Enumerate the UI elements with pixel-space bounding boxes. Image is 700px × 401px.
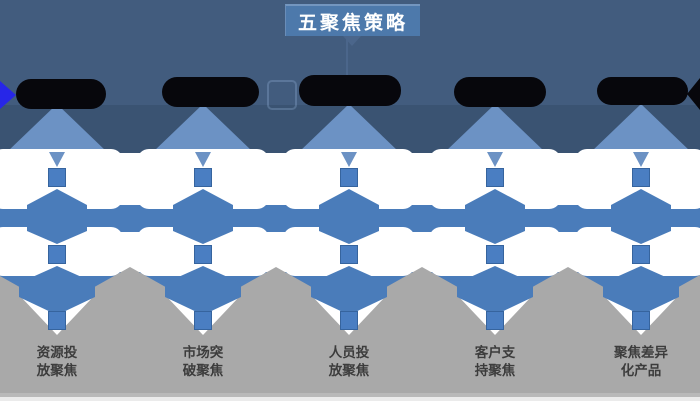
column-label-line2: 放聚焦: [328, 363, 370, 378]
column-diamond-connector-2: [165, 266, 241, 315]
column-top-vpoint: [341, 152, 357, 167]
column-label: 人员投放聚焦: [301, 344, 397, 380]
column-label-line1: 资源投: [36, 345, 78, 360]
column-label: 客户支持聚焦: [447, 344, 543, 380]
column-label-line1: 聚焦差异: [614, 345, 668, 360]
column-diamond-connector-1: [465, 189, 525, 244]
column-top-vpoint: [487, 152, 503, 167]
column-diamond-connector-2: [457, 266, 533, 315]
column-node-square-2: [48, 245, 66, 264]
column-diamond-connector-1: [173, 189, 233, 244]
column-diamond-connector-1: [611, 189, 671, 244]
column-node-square-2: [340, 245, 358, 264]
column-label-line1: 客户支: [474, 345, 516, 360]
column-node-square-2: [194, 245, 212, 264]
column-diamond-connector-1: [319, 189, 379, 244]
column-label-line2: 破聚焦: [182, 363, 224, 378]
redacted-heading-blob: [597, 77, 688, 105]
column-node-square-3: [340, 311, 358, 330]
column-diamond-connector-2: [603, 266, 679, 315]
column-node-square-3: [486, 311, 504, 330]
faint-outline-square: [267, 80, 297, 110]
column-label: 资源投放聚焦: [9, 344, 105, 380]
column-label: 市场突破聚焦: [155, 344, 251, 380]
column-node-square-1: [486, 168, 504, 187]
column-label-line2: 放聚焦: [36, 363, 78, 378]
column-node-square-1: [340, 168, 358, 187]
column-node-square-3: [632, 311, 650, 330]
triangle-left-icon: [687, 78, 700, 110]
column-label-line2: 持聚焦: [474, 363, 516, 378]
column-label-line1: 市场突: [182, 345, 224, 360]
bottom-strip-light: [0, 393, 700, 397]
column-node-square-2: [632, 245, 650, 264]
column-diamond-connector-2: [311, 266, 387, 315]
column-top-vpoint: [633, 152, 649, 167]
column-node-square-2: [486, 245, 504, 264]
redacted-heading-blob: [454, 77, 546, 107]
title-connector-line: [346, 38, 348, 78]
title-banner: 五聚焦策略: [285, 4, 420, 36]
column-node-square-3: [48, 311, 66, 330]
column-label-line2: 化产品: [620, 363, 662, 378]
column-top-vpoint: [49, 152, 65, 167]
bottom-strip-white: [0, 397, 700, 401]
column-label: 聚焦差异化产品: [593, 344, 689, 380]
title-banner-notch: [343, 36, 361, 46]
redacted-heading-blob: [16, 79, 106, 109]
redacted-heading-blob: [299, 75, 401, 106]
column-diamond-connector-1: [27, 189, 87, 244]
column-diamond-connector-2: [19, 266, 95, 315]
column-node-square-3: [194, 311, 212, 330]
column-node-square-1: [194, 168, 212, 187]
play-triangle-right-icon: [0, 81, 16, 109]
column-label-line1: 人员投: [328, 345, 370, 360]
column-node-square-1: [48, 168, 66, 187]
column-top-vpoint: [195, 152, 211, 167]
page-title: 五聚焦策略: [297, 12, 408, 34]
column-node-square-1: [632, 168, 650, 187]
redacted-heading-blob: [162, 77, 259, 107]
